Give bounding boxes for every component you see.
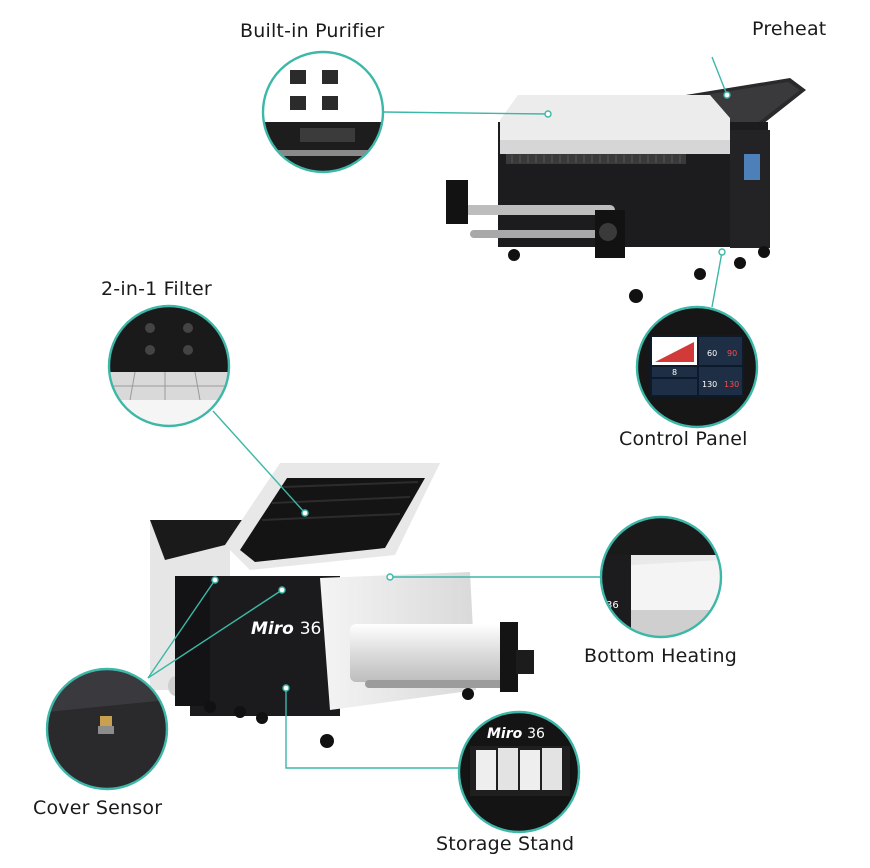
bottom-machine: Miro 36 [150,463,534,748]
label-2-in-1-filter: 2-in-1 Filter [101,278,212,300]
purifier-zoom [261,50,385,174]
filter-zoom [107,304,231,428]
cover-sensor-zoom [45,667,169,791]
machine-brand-text: Miro 36 [251,619,321,639]
control-panel-zoom: 60 90 130 130 8 [635,305,759,429]
label-bottom-heating: Bottom Heating [584,645,737,667]
label-preheat: Preheat [752,18,827,40]
panel-bottom-value-1: 130 [702,380,717,389]
brand-model: 36 [300,619,322,639]
bottom-machine-body [190,576,340,716]
top-machine-screen [744,154,760,180]
stand-brand-name: Miro [487,726,523,742]
panel-bottom-value-2: 130 [724,380,739,389]
label-cover-sensor: Cover Sensor [33,797,163,819]
purifier-top [500,95,730,150]
panel-top-value-2: 90 [727,349,737,358]
label-control-panel: Control Panel [619,428,748,450]
top-machine [446,78,806,303]
label-storage-stand: Storage Stand [436,833,575,855]
storage-stand-zoom: Miro 36 [457,710,581,834]
panel-top-value-1: 60 [707,349,717,358]
label-built-in-purifier: Built-in Purifier [240,20,385,42]
svg-text:Miro 36: Miro 36 [487,726,545,742]
stand-brand-model: 36 [527,726,545,742]
panel-speed-value: 8 [672,368,677,377]
callout-lines [147,56,728,769]
bottom-heating-brand-model: 36 [606,600,619,611]
brand-name: Miro [251,619,294,639]
bottom-heating-zoom: 36 [599,515,723,639]
